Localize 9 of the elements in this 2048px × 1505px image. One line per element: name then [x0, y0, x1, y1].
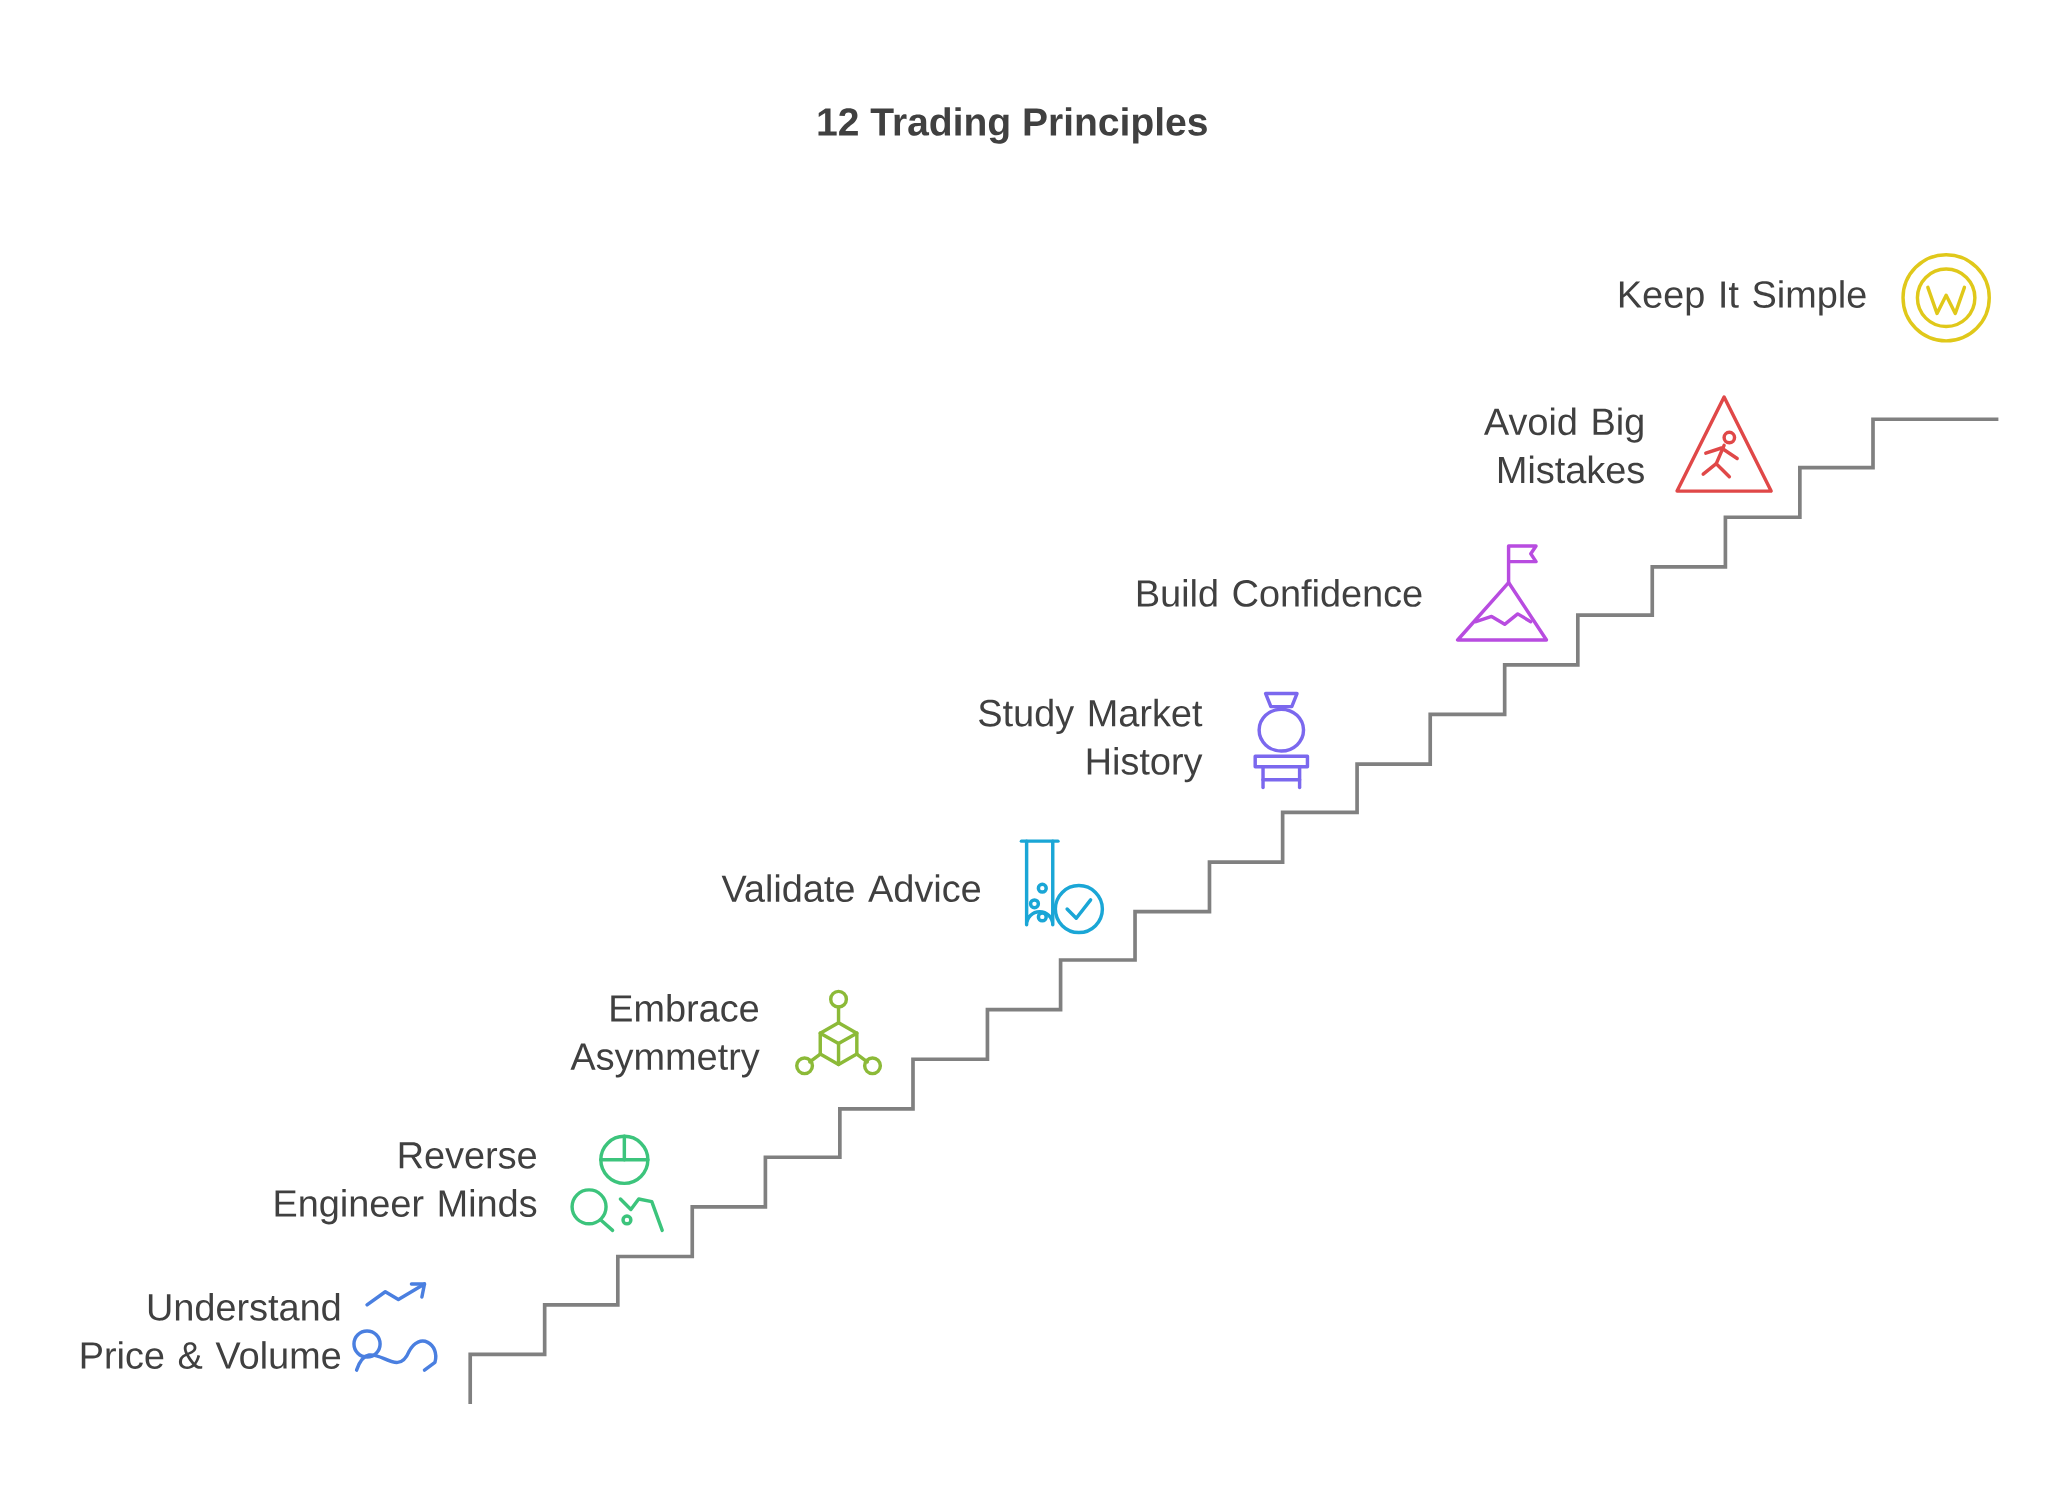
step-label: Validate Advice — [721, 874, 980, 903]
title: 12 Trading Principles — [818, 107, 1207, 144]
step-label: Keep It Simple — [1619, 280, 1866, 316]
step-label: Embrace Asymmetry — [570, 994, 760, 1078]
step-label: Avoid Big Mistakes — [1483, 407, 1644, 484]
step-label: Build Confidence — [1137, 579, 1422, 608]
step-label: Understand Price & Volume — [81, 1293, 341, 1370]
step-label: Reverse Engineer Minds — [275, 1142, 537, 1225]
step-label: Study Market History — [979, 699, 1203, 783]
